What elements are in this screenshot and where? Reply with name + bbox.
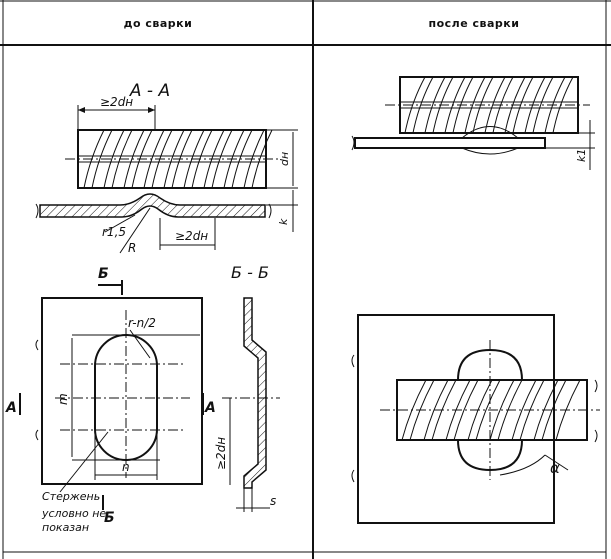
dim-dn — [266, 129, 298, 189]
rebar-side-view-after — [351, 76, 595, 170]
dim-dn-label: dн — [278, 152, 291, 166]
radius-r15-label: r1,5 — [102, 225, 126, 239]
dim-k — [266, 190, 298, 232]
radius-rn2-label: r-n/2 — [128, 316, 156, 330]
dim-2dn-top-label: ≥2dн — [100, 95, 133, 109]
dim-2dn-bottom — [159, 218, 216, 250]
cut-b-top: Б — [98, 266, 109, 282]
note-line2: условно не — [41, 507, 106, 520]
cut-a-right: А — [204, 400, 216, 416]
plate-plan-before — [35, 297, 203, 485]
rebar-side-view-before — [65, 129, 280, 189]
dim-s-label: s — [270, 494, 276, 508]
dim-2dn-bottom-label: ≥2dн — [175, 229, 208, 243]
plate-section-before — [35, 193, 272, 219]
dim-2dn-top — [77, 105, 156, 130]
header-before: до сварки — [124, 17, 193, 30]
dim-k-label: k — [277, 218, 290, 225]
dim-n-label: n — [122, 460, 130, 474]
header-after: после сварки — [429, 17, 520, 30]
plate-profile-bb — [222, 297, 280, 512]
cut-b-bottom: Б — [104, 510, 115, 526]
angle-alpha-label: α — [550, 459, 560, 477]
dim-2dn-vertical-label: ≥2dн — [214, 437, 228, 470]
note-line1: Стержень — [42, 490, 100, 503]
section-bb-title: Б - Б — [231, 263, 269, 282]
dim-m-label: m — [56, 393, 70, 405]
note-line3: показан — [42, 521, 89, 534]
cut-a-left: А — [5, 400, 17, 416]
dim-k1-label: k1 — [575, 149, 588, 162]
radius-R-label: R — [128, 241, 136, 255]
section-aa-title: А - А — [129, 81, 170, 101]
plate-plan-after — [351, 314, 600, 524]
